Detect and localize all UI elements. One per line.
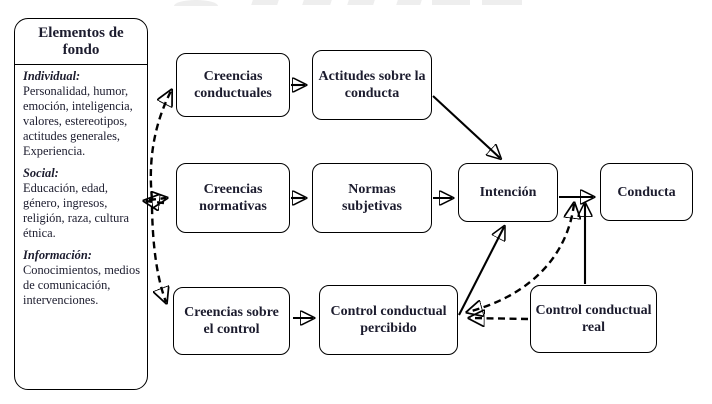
node-creencias-conductuales: Creencias conductuales	[176, 53, 290, 117]
edge-fondo-fan-to-conductuales	[149, 91, 171, 200]
section-heading: Individual:	[23, 69, 81, 83]
background-factors-box: Elementos de fondo Individual: Personali…	[14, 18, 148, 390]
node-label: Intención	[479, 185, 537, 200]
node-label: Control conductual percibido	[330, 304, 447, 336]
section-heading: Información:	[23, 248, 92, 262]
watermark-fragment	[396, 0, 422, 5]
section-individual: Individual: Personalidad, humor, emoción…	[23, 69, 140, 159]
node-label: Actitudes sobre la conducta	[318, 69, 426, 101]
node-label: Creencias sobre el control	[184, 305, 279, 337]
watermark-fragment	[482, 0, 522, 5]
section-heading: Social:	[23, 166, 59, 180]
node-creencias-sobre-el-control: Creencias sobre el control	[173, 287, 290, 355]
watermark-fragment	[347, 0, 375, 5]
watermark-fragment	[174, 0, 218, 6]
watermark-fragment	[432, 0, 470, 5]
background-box-title: Elementos de fondo	[15, 19, 147, 65]
node-label: Creencias conductuales	[194, 69, 272, 101]
edge-fondo-to-normativas	[148, 198, 166, 200]
node-label: Control conductual real	[535, 303, 652, 335]
section-body: Personalidad, humor, emoción, inteligenc…	[23, 84, 133, 158]
background-box-body: Individual: Personalidad, humor, emoción…	[15, 65, 147, 319]
watermark-fragment	[251, 0, 279, 5]
section-social: Social: Educación, edad, género, ingreso…	[23, 166, 140, 241]
node-label: Conducta	[617, 184, 676, 200]
node-label: Creencias normativas	[199, 182, 267, 214]
edge-real-to-percibido	[470, 318, 529, 319]
node-creencias-normativas: Creencias normativas	[176, 163, 290, 233]
node-label: Normas subjetivas	[342, 182, 402, 214]
edge-actitudes-to-intencion	[432, 95, 500, 158]
section-body: Educación, edad, género, ingresos, relig…	[23, 181, 129, 240]
node-actitudes-sobre-la-conducta: Actitudes sobre la conducta	[312, 50, 432, 120]
watermark-fragment	[302, 0, 332, 5]
section-informacion: Información: Conocimientos, medios de co…	[23, 248, 140, 308]
node-control-conductual-real: Control conductual real	[530, 285, 657, 353]
edge-percibido-to-intencion	[458, 227, 504, 316]
section-body: Conocimientos, medios de comunicación, i…	[23, 263, 141, 307]
node-conducta: Conducta	[600, 163, 693, 221]
node-control-conductual-percibido: Control conductual percibido	[319, 285, 458, 355]
edge-fondo-fan-to-creencias-control	[150, 206, 166, 302]
node-intencion: Intención	[458, 163, 558, 222]
node-normas-subjetivas: Normas subjetivas	[312, 163, 432, 233]
